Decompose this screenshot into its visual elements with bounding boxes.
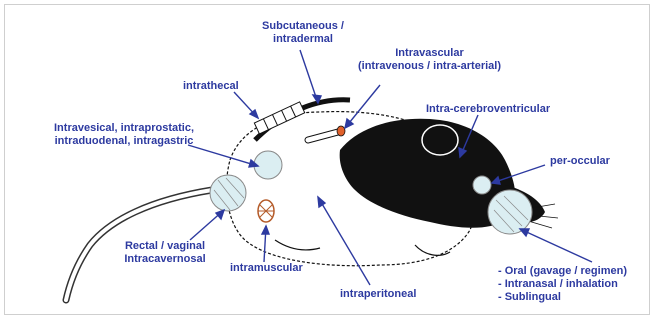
label-rectal: Rectal / vaginal Intracavernosal <box>120 240 210 266</box>
label-intravesical: Intravesical, intraprostatic, intraduode… <box>14 122 234 148</box>
label-intravascular: Intravascular (intravenous / intra-arter… <box>342 47 517 73</box>
marker-perocular <box>473 176 491 194</box>
label-subcutaneous: Subcutaneous / intradermal <box>243 20 363 46</box>
label-intraperitoneal: intraperitoneal <box>340 288 416 301</box>
label-oral: - Oral (gavage / regimen) - Intranasal /… <box>498 265 627 304</box>
label-perocular: per-occular <box>550 155 610 168</box>
ear <box>422 125 458 155</box>
label-intrathecal: intrathecal <box>183 80 239 93</box>
label-icv: Intra-cerebroventricular <box>426 103 550 116</box>
label-intramuscular: intramuscular <box>230 262 303 275</box>
marker-intravesical <box>254 151 282 179</box>
muscle-icon <box>258 200 274 222</box>
